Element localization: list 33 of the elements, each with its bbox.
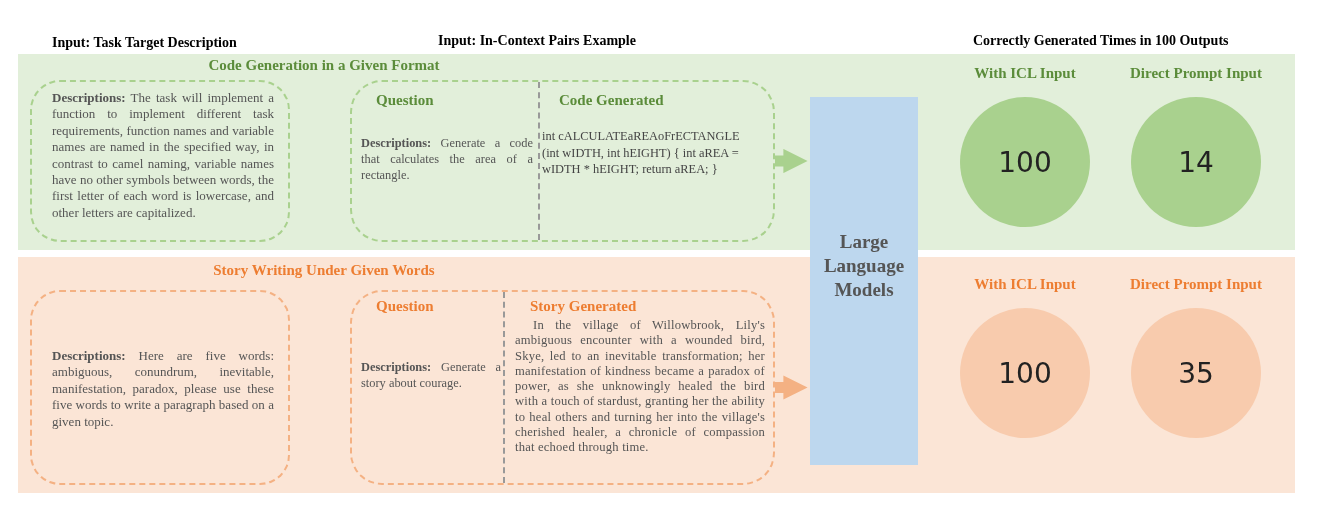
description-box — [30, 290, 290, 485]
description-text: Descriptions: The task will implement a function to implement different task requirements, function names and variable names are named in the specified way, in contrast to camel naming, variable names have no other symbols between words, the first letter of each word is lowercase, and other letters are capitalized. — [52, 90, 274, 222]
story-text: In the village of Willowbrook, Lily's ambiguous encounter with a wounded bird, Skye, led to an inevitable transformation; her manifestation of kindness became a paradox of power, as she unknowingly healed the bird with a touch of stardust, granting her the ability to heal others and turning her into the village's cherished healer, a chronicle of compassion that echoed through time. — [515, 318, 765, 456]
score-value: 14 — [1178, 145, 1214, 179]
section-heading: Story Generated — [530, 298, 638, 315]
column-header: Input: Task Target Description — [52, 35, 237, 51]
score-value: 35 — [1178, 356, 1214, 390]
panel-title: Story Writing Under Given Words — [212, 262, 436, 279]
model-label: Large Language Models — [822, 230, 906, 302]
model-box — [810, 97, 918, 465]
question-text: Descriptions: Generate a code that calculates the area of a rectangle. — [361, 135, 533, 183]
description-text: Descriptions: Here are five words: ambiguous, conundrum, inevitable, manifestation, paradox, please use these five words to write a paragraph based on a given topic. — [52, 348, 274, 431]
column-header: Input: In-Context Pairs Example — [438, 33, 636, 49]
column-header: Correctly Generated Times in 100 Outputs — [973, 33, 1229, 49]
column-heading: With ICL Input — [973, 65, 1077, 82]
arrow — [775, 148, 808, 174]
column-heading: Direct Prompt Input — [1129, 65, 1263, 82]
task-panel — [18, 257, 1295, 493]
section-heading: Question — [376, 298, 435, 315]
score-value: 100 — [998, 145, 1052, 179]
example-pair-box — [350, 290, 775, 485]
question-text: Descriptions: Generate a story about courage. — [361, 359, 501, 391]
arrow — [775, 375, 808, 400]
column-heading: Direct Prompt Input — [1129, 276, 1263, 293]
section-heading: Question — [376, 92, 435, 109]
panel-title: Code Generation in a Given Format — [207, 57, 441, 74]
section-heading: Code Generated — [559, 92, 665, 109]
score-value: 100 — [998, 356, 1052, 390]
description-box — [30, 80, 290, 242]
example-pair-box — [350, 80, 775, 242]
task-panel — [18, 54, 1295, 250]
column-heading: With ICL Input — [973, 276, 1077, 293]
code-text: int cALCULATEaREAoFrECTANGLE (int wIDTH, int hEIGHT) { int aREA = wIDTH * hEIGHT; return aREA; } — [542, 128, 741, 178]
